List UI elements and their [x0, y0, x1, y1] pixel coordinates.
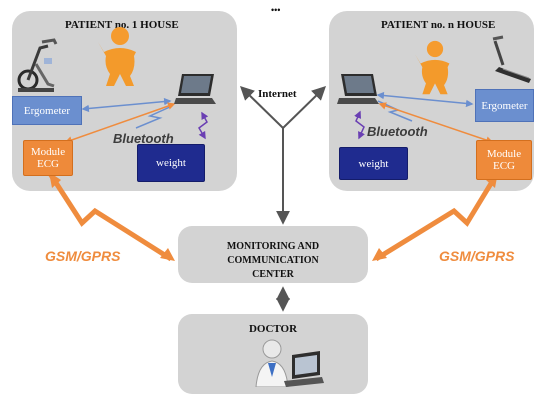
ecg-module-box-right: Module ECG — [476, 140, 532, 180]
laptop-icon-left — [174, 74, 216, 104]
ecg-module-box-left: Module ECG — [23, 140, 73, 176]
patient-n-house-title: PATIENT no. n HOUSE — [381, 19, 496, 31]
weight-box-left: weight — [137, 144, 205, 182]
ellipsis: ••• — [271, 5, 281, 15]
ergometer-box-right: Ergometer — [475, 89, 534, 122]
gsm-left-bolt — [46, 170, 175, 262]
doctor-at-laptop-icon — [255, 339, 324, 387]
bluetooth-label-left: Bluetooth — [113, 131, 174, 146]
laptop-icon-right — [337, 74, 379, 104]
person-figure-icon-right — [415, 40, 455, 95]
ecg-line2-right: ECG — [493, 160, 515, 172]
center-line1: MONITORING AND COMMUNICATION — [226, 241, 320, 266]
person-figure-icon — [98, 27, 142, 86]
monitoring-center-title: MONITORING AND COMMUNICATION CENTER — [182, 240, 364, 282]
gsm-gprs-label-right: GSM/GPRS — [439, 248, 515, 264]
treadmill-icon — [492, 35, 531, 83]
doctor-title: DOCTOR — [248, 323, 298, 335]
exercise-bike-icon — [17, 38, 58, 92]
internet-label: Internet — [258, 88, 297, 100]
monitoring-center-panel — [178, 226, 368, 283]
bluetooth-label-right: Bluetooth — [367, 124, 428, 139]
internet-arrows — [239, 86, 327, 225]
ecg-line2-left: ECG — [37, 158, 59, 170]
ecg-line1-left: Module — [30, 146, 66, 158]
ergometer-box-left: Ergometer — [12, 96, 82, 125]
ecg-line1-right: Module — [486, 148, 522, 160]
gsm-gprs-label-left: GSM/GPRS — [45, 248, 121, 264]
center-line2: CENTER — [252, 269, 294, 280]
weight-box-right: weight — [339, 147, 408, 180]
patient-1-house-title: PATIENT no. 1 HOUSE — [65, 19, 179, 31]
